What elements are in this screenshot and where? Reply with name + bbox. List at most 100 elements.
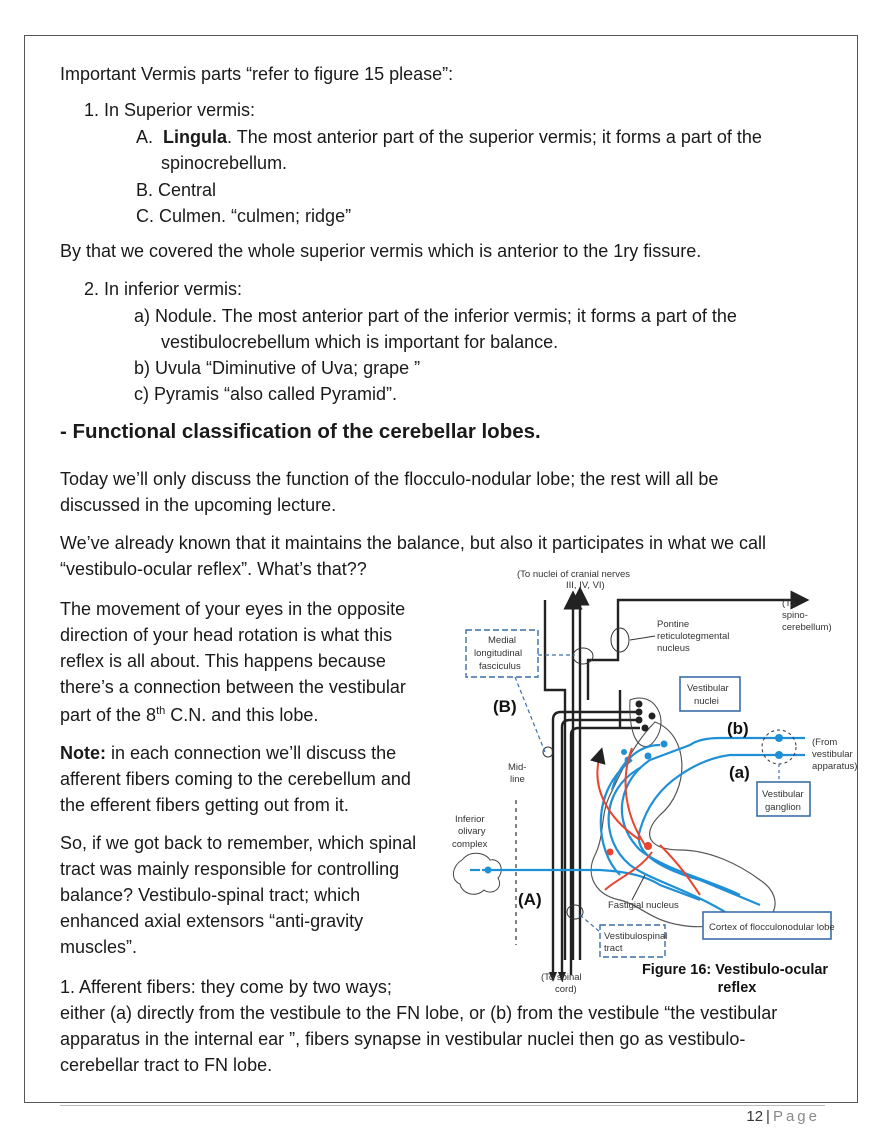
cortex-box — [702, 911, 832, 940]
dark-fibers — [543, 586, 810, 980]
para-2-line-1: We’ve already known that it maintains th… — [60, 533, 767, 553]
vest-ganglion-label-2: ganglion — [765, 802, 801, 813]
para-2-line-2: “vestibulo-ocular reflex”. What’s that?? — [60, 559, 367, 579]
vst-ellipse — [566, 904, 584, 920]
mlf-box — [465, 629, 539, 678]
lingula-term: Lingula — [163, 127, 228, 147]
inf-olivary-label-3: complex — [452, 839, 488, 850]
intro-line: Important Vermis parts “refer to figure … — [60, 64, 454, 84]
to-spino-label-1: (To — [782, 598, 795, 609]
vestibular-nuclei-dots — [635, 700, 656, 732]
vestibular-nuclei-box — [679, 676, 741, 712]
note-label: Note: — [60, 743, 106, 763]
para-3-line-5: part of the 8th C.N. and this lobe. — [60, 705, 319, 725]
para-5-line-2: either (a) directly from the vestibule t… — [60, 1003, 778, 1023]
para-5-line-4: cerebellar tract to FN lobe. — [60, 1055, 273, 1075]
list-marker: A. — [136, 127, 154, 147]
to-cranial-label-1: (To nuclei of cranial nerves — [517, 569, 630, 580]
fastigial-leader — [631, 874, 646, 901]
note-line-2: afferent fibers coming to the cerebellum… — [60, 769, 411, 789]
leader-lines — [514, 654, 601, 933]
red-fibers — [590, 747, 701, 896]
para-1-line-2: discussed in the upcoming lecture. — [60, 495, 337, 515]
fastigial-circle — [542, 746, 554, 758]
para-3-line-3: reflex is all about. This happens becaus… — [60, 651, 386, 671]
superscript: th — [156, 705, 166, 717]
cerebellum-outline — [590, 721, 776, 928]
label-A: (A) — [518, 890, 542, 909]
pontine-leader — [629, 635, 656, 641]
lingula-desc: . The most anterior part of the superior… — [227, 127, 762, 147]
mlf-label-3: fasciculus — [479, 661, 521, 672]
lingula-item: A. Lingula. The most anterior part of th… — [136, 124, 762, 150]
from-vest-label-3: apparatus) — [812, 761, 857, 772]
label-B: (B) — [493, 697, 517, 716]
para-4-line-5: muscles”. — [60, 937, 138, 957]
nodule-item-cont: vestibulocrebellum which is important fo… — [161, 332, 559, 352]
red-dots — [606, 842, 652, 856]
inf-olivary-label-1: Inferior — [455, 814, 485, 825]
para-3-line-1: The movement of your eyes in the opposit… — [60, 599, 406, 619]
uvula-item: b) Uvula “Diminutive of Uva; grape ” — [134, 358, 421, 378]
vst-box — [599, 924, 666, 958]
to-spinal-label-2: cord) — [555, 984, 577, 995]
pontine-ellipse — [610, 627, 630, 653]
mlf-ellipse — [572, 647, 594, 665]
para-4-line-2: tract was mainly responsible for control… — [60, 859, 400, 879]
para-4-line-3: balance? Vestibulo-spinal tract; which — [60, 885, 361, 905]
vst-label-1: Vestibulospinal — [604, 931, 667, 942]
cortex-label: Cortex of flocculonodular lobe — [709, 922, 835, 933]
note-line-3: the efferent fibers getting out from it. — [60, 795, 349, 815]
para-4-line-4: enhanced axial extensors “anti-gravity — [60, 911, 364, 931]
pyramis-item: c) Pyramis “also called Pyramid”. — [134, 384, 398, 404]
vest-ganglion-label-1: Vestibular — [762, 789, 804, 800]
vestibular-ganglion-box — [756, 781, 811, 817]
central-item: B. Central — [136, 180, 217, 200]
pontine-label-2: reticulotegmental — [657, 631, 729, 642]
to-spino-label-2: spino- — [782, 610, 808, 621]
label-b: (b) — [727, 719, 749, 738]
page-number: 12|Page — [746, 1108, 820, 1125]
para-4-line-1: So, if we got back to remember, which sp… — [60, 833, 417, 853]
spinal-arrow-2 — [558, 972, 566, 982]
note-line-1: Note: in each connection we’ll discuss t… — [60, 743, 397, 763]
figure-caption-line-2: reflex — [718, 980, 757, 996]
inf-olivary-label-2: olivary — [458, 826, 486, 837]
para-1-line-1: Today we’ll only discuss the function of… — [60, 469, 719, 489]
mlf-label-2: longitudinal — [474, 648, 522, 659]
blue-fibers — [470, 736, 805, 916]
from-vest-label-2: vestibular — [812, 749, 853, 760]
culmen-item: C. Culmen. “culmen; ridge” — [136, 206, 352, 226]
vst-label-2: tract — [604, 943, 623, 954]
midline-label-2: line — [510, 774, 525, 785]
pontine-label-3: nucleus — [657, 643, 690, 654]
midline-label-1: Mid- — [508, 762, 526, 773]
to-spino-label-3: cerebellum) — [782, 622, 832, 633]
para-5-line-1: 1. Afferent fibers: they come by two way… — [60, 977, 392, 997]
footer-rule — [60, 1105, 825, 1106]
pontine-label-1: Pontine — [657, 619, 689, 630]
inferior-vermis-title: 2. In inferior vermis: — [84, 279, 243, 299]
nodule-item: a) Nodule. The most anterior part of the… — [134, 306, 737, 326]
lingula-desc-cont: spinocrebellum. — [161, 153, 288, 173]
from-vest-label-1: (From — [812, 737, 837, 748]
vestibular-nucleus-outline — [629, 697, 662, 747]
inferior-olivary-blob — [453, 852, 502, 895]
para-5-line-3: apparatus in the internal ear ”, fibers … — [60, 1029, 746, 1049]
fastigial-label: Fastigial nucleus — [608, 900, 679, 911]
page-border — [24, 35, 858, 1103]
vest-nuclei-label-2: nuclei — [694, 696, 719, 707]
vest-nuclei-label-1: Vestibular — [687, 683, 729, 694]
mlf-label-1: Medial — [488, 635, 516, 646]
spinal-arrow-1 — [549, 972, 557, 982]
to-spinal-label-1: (To spinal — [541, 972, 582, 983]
para-3-line-4: there’s a connection between the vestibu… — [60, 677, 406, 697]
section-heading: - Functional classification of the cereb… — [60, 420, 541, 443]
covered-line: By that we covered the whole superior ve… — [60, 241, 702, 261]
label-a: (a) — [729, 763, 750, 782]
superior-vermis-title: 1. In Superior vermis: — [84, 100, 256, 120]
para-3-line-2: direction of your head rotation is what … — [60, 625, 393, 645]
figure-caption-line-1: Figure 16: Vestibulo-ocular — [642, 962, 828, 978]
to-cranial-label-2: III, IV, VI) — [566, 580, 605, 591]
